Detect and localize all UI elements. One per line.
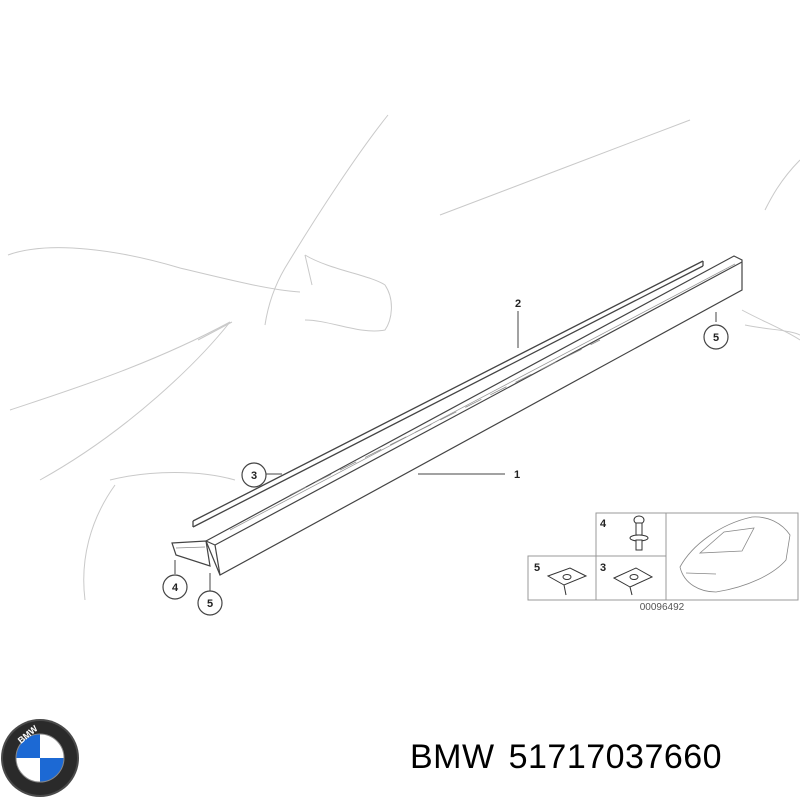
callout-5-left: 5 [197, 590, 223, 616]
bmw-logo: BMW [1, 719, 79, 797]
inset-parts-table: 4 5 3 00096492 [527, 512, 799, 613]
svg-text:4: 4 [172, 582, 179, 594]
part-number-label: BMW 51717037660 [410, 738, 736, 777]
leader-lines [174, 311, 717, 592]
inset-clip-part-5 [546, 567, 588, 596]
callout-3: 3 [241, 462, 267, 488]
part-number: 51717037660 [508, 738, 723, 776]
callout-2: 2 [515, 298, 521, 310]
inset-clip-part-3 [612, 567, 654, 596]
callout-4: 4 [162, 574, 188, 600]
svg-text:5: 5 [713, 332, 719, 344]
diagram-id: 00096492 [640, 602, 685, 613]
car-body-outline [7, 114, 800, 601]
svg-text:3: 3 [251, 470, 257, 482]
inset-car-thumbnail [679, 516, 791, 593]
inset-label-5: 5 [534, 562, 540, 574]
part-trim-strip [192, 260, 704, 528]
inset-label-3: 3 [600, 562, 606, 574]
inset-label-4: 4 [600, 518, 607, 530]
inset-screw-part [629, 515, 649, 551]
part-sill-panel [171, 255, 743, 576]
brand-name: BMW [410, 738, 495, 776]
callout-1: 1 [514, 469, 520, 481]
svg-text:5: 5 [207, 598, 213, 610]
callout-5-right: 5 [703, 324, 729, 350]
